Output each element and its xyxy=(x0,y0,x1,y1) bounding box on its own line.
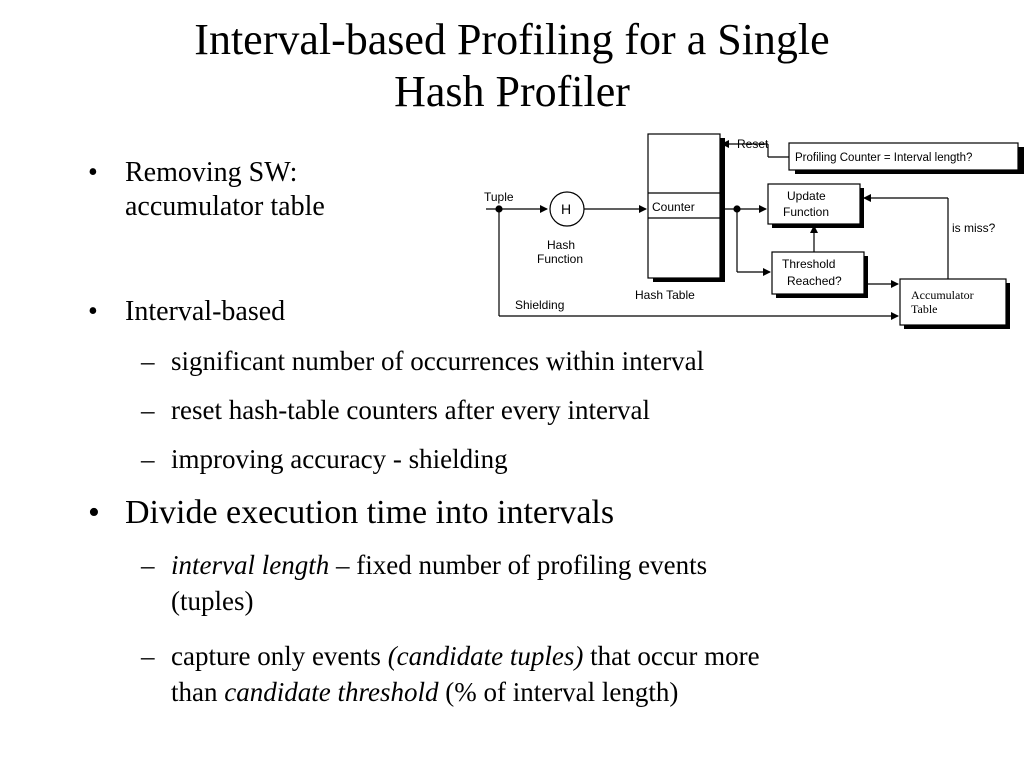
sub-bullet-text: significant number of occurrences within… xyxy=(171,346,705,376)
label-reached: Reached? xyxy=(787,274,842,288)
bullet-text-line-2: accumulator table xyxy=(125,191,325,222)
label-accumulator: Accumulator xyxy=(911,288,974,302)
bullet-text: Divide execution time into intervals xyxy=(125,494,615,531)
threshold-box xyxy=(771,251,865,295)
label-hash: Hash xyxy=(547,238,575,252)
sub-bullet-text: capture only events xyxy=(171,641,388,671)
hash-table-box xyxy=(647,133,721,279)
label-h: H xyxy=(561,201,571,217)
update-function-box xyxy=(767,183,861,225)
label-update: Update xyxy=(787,189,826,203)
label-counter: Counter xyxy=(652,200,695,214)
sub-bullet-dash: – xyxy=(141,444,155,474)
label-threshold: Threshold xyxy=(782,257,835,271)
sub-bullet-interval-length: – interval length – fixed number of prof… xyxy=(141,547,708,619)
title-line-1: Interval-based Profiling for a Single xyxy=(194,15,830,64)
sub-bullet-text: reset hash-table counters after every in… xyxy=(171,395,651,425)
sub-bullet-dash: – xyxy=(141,395,155,425)
sub-bullet-dash: – xyxy=(141,550,155,580)
sub-bullet-capture: – capture only events (candidate tuples)… xyxy=(141,638,760,710)
sub-bullet-shielding: – improving accuracy - shielding xyxy=(141,441,508,477)
label-reset: Reset xyxy=(737,137,769,151)
label-profiling-counter: Profiling Counter = Interval length? xyxy=(795,152,972,164)
sub-bullet-dash: – xyxy=(141,346,155,376)
label-update-function: Function xyxy=(783,205,829,219)
sub-bullet-text: – fixed number of profiling events xyxy=(329,550,708,580)
bullet-dot: • xyxy=(88,296,98,327)
bullet-dot: • xyxy=(88,494,100,531)
sub-bullet-reset: – reset hash-table counters after every … xyxy=(141,392,651,428)
label-hash-table: Hash Table xyxy=(635,288,695,302)
sub-bullet-dash: – xyxy=(141,641,155,671)
sub-bullet-occurrences: – significant number of occurrences with… xyxy=(141,343,705,379)
sub-bullet-text: improving accuracy - shielding xyxy=(171,444,508,474)
sub-bullet-text: that occur more xyxy=(583,641,760,671)
label-accumulator-table: Table xyxy=(911,302,937,316)
title-line-2: Hash Profiler xyxy=(394,67,630,116)
bullet-interval-based: • Interval-based xyxy=(88,295,286,329)
bullet-dot: • xyxy=(88,157,98,188)
sub-bullet-text: (% of interval length) xyxy=(438,677,679,707)
accumulator-box xyxy=(899,278,1007,326)
bullet-removing-sw: • Removing SW: accumulator table xyxy=(88,156,325,224)
bullet-divide: • Divide execution time into intervals xyxy=(88,493,615,533)
slide-title: Interval-based Profiling for a Single Ha… xyxy=(0,14,1024,118)
label-tuple: Tuple xyxy=(484,190,514,204)
label-shielding: Shielding xyxy=(515,298,564,312)
profiling-counter-box xyxy=(788,142,1019,171)
sub-bullet-text-line-2: (tuples) xyxy=(171,586,254,616)
sub-bullet-text: than xyxy=(171,677,225,707)
term-candidate-threshold: candidate threshold xyxy=(224,677,439,707)
label-is-miss: is miss? xyxy=(952,221,996,235)
bullet-text-line-1: Removing SW: xyxy=(125,157,298,188)
label-function: Function xyxy=(537,252,583,266)
term-candidate-tuples: (candidate tuples) xyxy=(387,641,584,671)
bullet-text: Interval-based xyxy=(125,296,286,327)
term-interval-length: interval length xyxy=(171,550,330,580)
